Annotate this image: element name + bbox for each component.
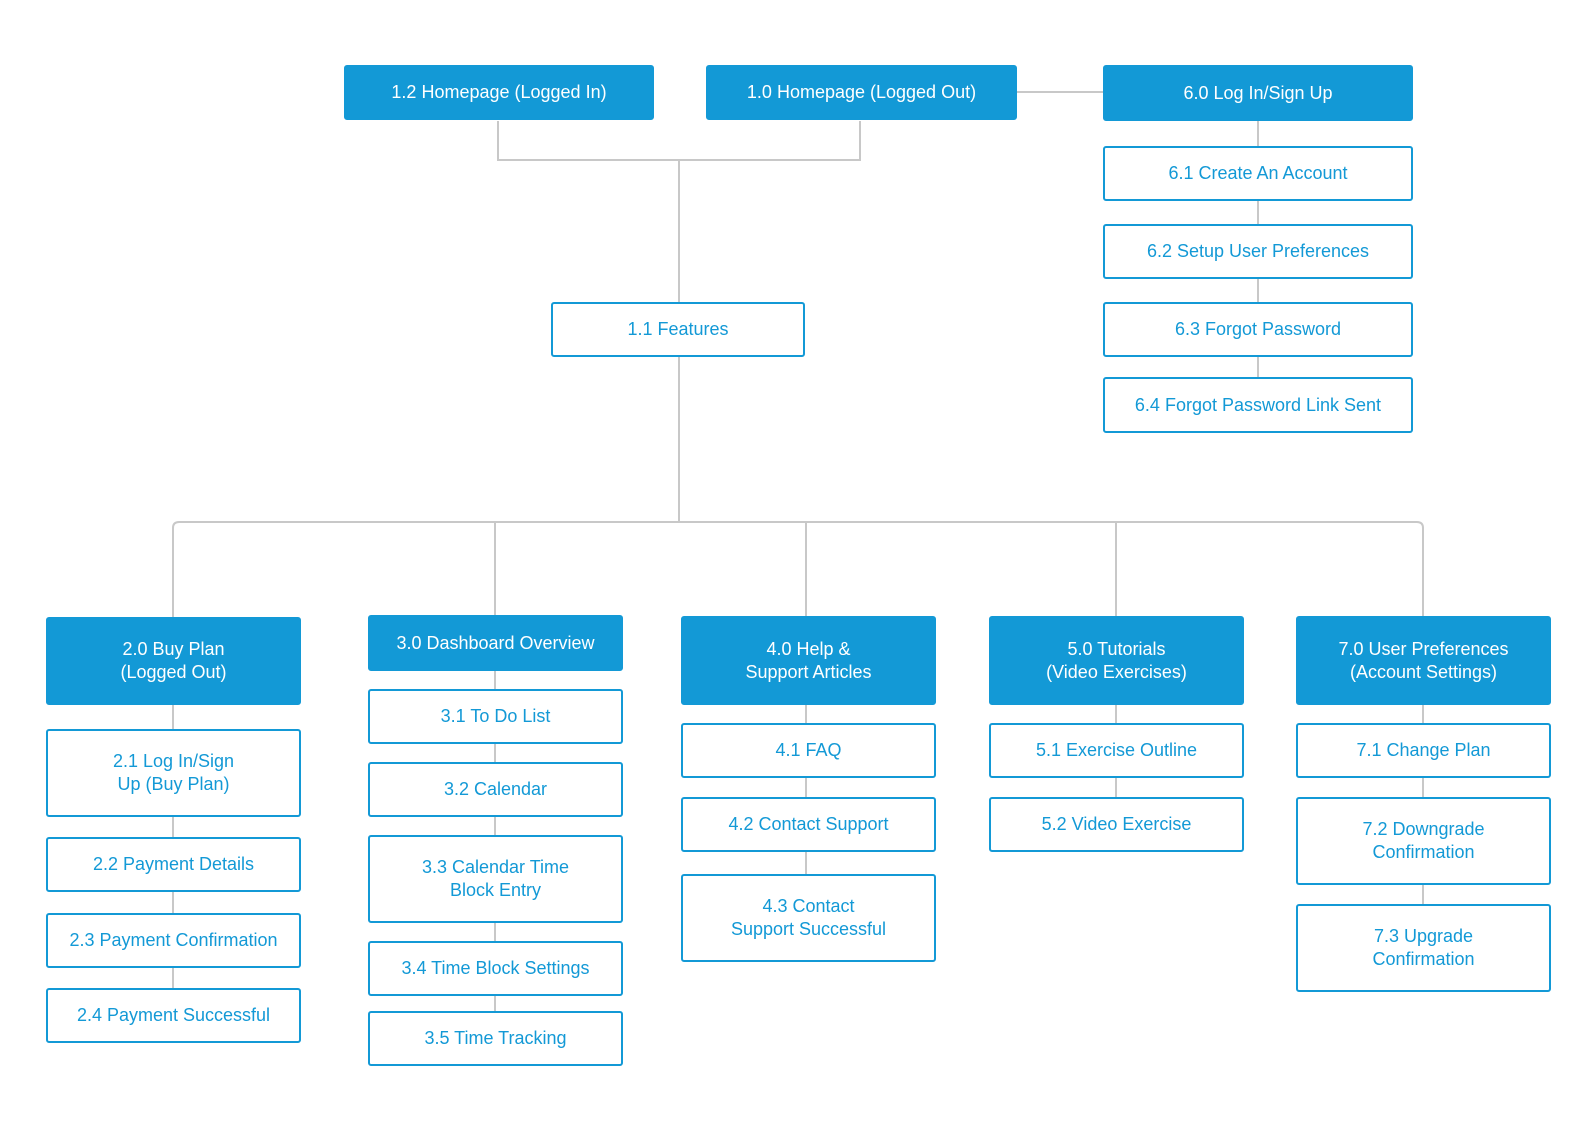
node-6-0-login-signup: 6.0 Log In/Sign Up [1103,65,1413,121]
node-7-3-upgrade-confirmation: 7.3 Upgrade Confirmation [1296,904,1551,992]
node-2-2-payment-details: 2.2 Payment Details [46,837,301,892]
node-3-1-to-do-list: 3.1 To Do List [368,689,623,744]
node-6-3-forgot-password: 6.3 Forgot Password [1103,302,1413,357]
node-7-2-downgrade-confirmation: 7.2 Downgrade Confirmation [1296,797,1551,885]
node-6-2-setup-user-preferences: 6.2 Setup User Preferences [1103,224,1413,279]
node-3-4-time-block-settings: 3.4 Time Block Settings [368,941,623,996]
node-4-0-help-support-articles: 4.0 Help & Support Articles [681,616,936,705]
node-1-2-homepage-logged-in: 1.2 Homepage (Logged In) [344,65,654,120]
node-5-1-exercise-outline: 5.1 Exercise Outline [989,723,1244,778]
node-4-3-contact-support-successful: 4.3 Contact Support Successful [681,874,936,962]
node-3-3-calendar-time-block-entry: 3.3 Calendar Time Block Entry [368,835,623,923]
node-3-5-time-tracking: 3.5 Time Tracking [368,1011,623,1066]
node-2-1-login-signup-buy-plan: 2.1 Log In/Sign Up (Buy Plan) [46,729,301,817]
node-7-0-user-preferences: 7.0 User Preferences (Account Settings) [1296,616,1551,705]
node-4-2-contact-support: 4.2 Contact Support [681,797,936,852]
connector-homepages-to-features [497,121,861,302]
connector-bus [172,521,1424,617]
node-7-1-change-plan: 7.1 Change Plan [1296,723,1551,778]
node-5-2-video-exercise: 5.2 Video Exercise [989,797,1244,852]
node-1-1-features: 1.1 Features [551,302,805,357]
node-2-4-payment-successful: 2.4 Payment Successful [46,988,301,1043]
node-4-1-faq: 4.1 FAQ [681,723,936,778]
node-3-0-dashboard-overview: 3.0 Dashboard Overview [368,615,623,671]
node-3-2-calendar: 3.2 Calendar [368,762,623,817]
node-6-4-forgot-password-link-sent: 6.4 Forgot Password Link Sent [1103,377,1413,433]
node-1-0-homepage-logged-out: 1.0 Homepage (Logged Out) [706,65,1017,120]
node-2-0-buy-plan: 2.0 Buy Plan (Logged Out) [46,617,301,705]
node-2-3-payment-confirmation: 2.3 Payment Confirmation [46,913,301,968]
node-6-1-create-account: 6.1 Create An Account [1103,146,1413,201]
node-5-0-tutorials: 5.0 Tutorials (Video Exercises) [989,616,1244,705]
